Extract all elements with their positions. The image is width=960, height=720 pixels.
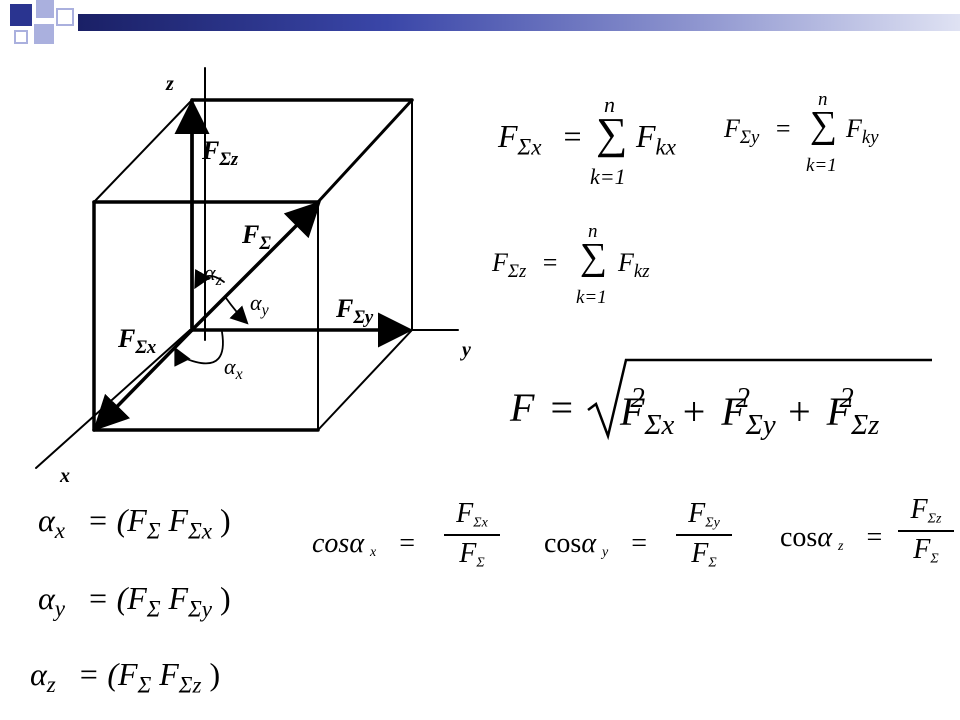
x-axis (35, 329, 191, 469)
cos-y-fraction: FΣy FΣ (676, 500, 732, 570)
axis-y-label: y (462, 339, 471, 361)
magnitude-lhs: F= (510, 385, 573, 430)
force-x-vector (93, 328, 194, 432)
angle-arc-z (194, 269, 225, 290)
header-square-1 (10, 4, 32, 26)
alpha-y-label: αy (250, 290, 269, 320)
axis-z-label: z (166, 73, 174, 95)
header-square-4 (34, 24, 54, 44)
resultant-force-vector (190, 201, 321, 332)
sum-fz-lhs: FΣz = (492, 248, 558, 282)
angle-y-definition: αy = (FΣ FΣy ) (38, 580, 231, 622)
header-square-3 (56, 8, 74, 26)
alpha-z-label: αz (204, 260, 222, 290)
sum-fx-term: Fkx (636, 118, 676, 160)
sum-fy-lower: k=1 (806, 155, 837, 176)
axis-x-label: x (60, 465, 70, 487)
force-y-label: FΣy (336, 294, 374, 328)
sum-fz-sigma: ∑ (580, 236, 608, 278)
header-square-2 (36, 0, 54, 18)
force-x-label: FΣx (118, 324, 157, 358)
angle-arc-y (225, 297, 249, 325)
sum-fy-term: Fky (846, 114, 879, 148)
square-root-sign (587, 358, 932, 441)
cos-z-fraction: FΣz FΣ (898, 496, 954, 566)
magnitude-radicand: FΣx2 + FΣy2 + FΣz2 (620, 382, 880, 442)
sum-fy-sigma: ∑ (810, 104, 838, 146)
resultant-force-label: FΣ (242, 220, 271, 254)
header-square-5 (14, 30, 28, 44)
alpha-x-label: αx (224, 354, 243, 384)
sum-fy-upper: n (818, 89, 828, 110)
angle-x-definition: αx = (FΣ FΣx ) (38, 502, 231, 544)
cos-x-fraction: FΣx FΣ (444, 500, 500, 570)
angle-z-definition: αz = (FΣ FΣz ) (30, 656, 221, 698)
sum-fx-upper: n (604, 92, 615, 117)
header-band (78, 14, 960, 31)
sum-fz-upper: n (588, 221, 598, 242)
force-z-label: FΣz (202, 136, 239, 170)
sum-fx-lhs: FΣx = (498, 118, 582, 160)
sum-fx-sigma: ∑ (596, 109, 628, 158)
sum-fz-lower: k=1 (576, 287, 607, 308)
angle-arc-x (174, 331, 224, 367)
sum-fx-lower: k=1 (590, 164, 626, 189)
force-cube-diagram (35, 67, 459, 469)
sum-fz-term: Fkz (618, 248, 650, 282)
sum-fy-lhs: FΣy = (724, 114, 791, 148)
